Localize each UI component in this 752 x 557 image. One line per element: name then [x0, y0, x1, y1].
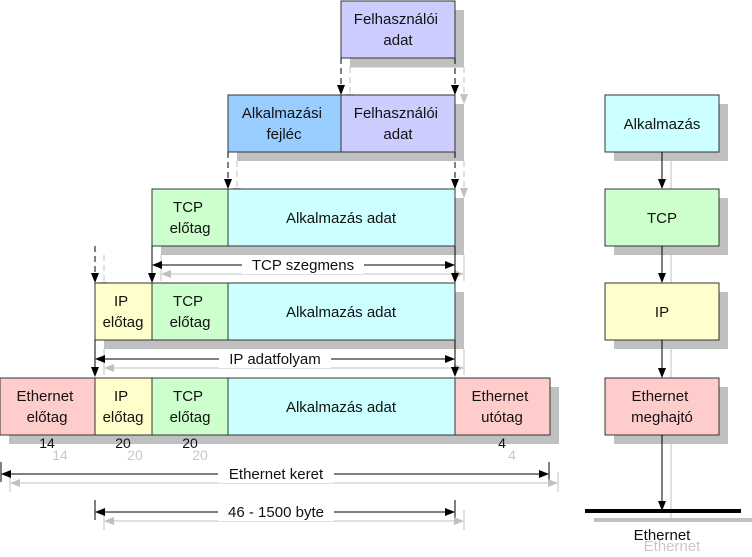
size-tcp-header-shadow: 20 [192, 447, 208, 463]
app-user-data-label-2: adat [383, 126, 413, 143]
eth-trailer-box [454, 377, 551, 436]
field-sizes: 14 20 20 4 14 20 20 4 [39, 435, 516, 463]
ethernet-frame-span: Ethernet keret [0, 462, 559, 492]
eth-tcp-header-label-2: előtag [170, 409, 211, 426]
eth-tcp-header-label-1: TCP [173, 388, 203, 405]
svg-text:TCP előtag: TCP előtag [170, 293, 211, 331]
ip-tcp-header-label-1: TCP [173, 293, 203, 310]
svg-text:TCP előtag: TCP előtag [170, 388, 211, 426]
svg-text:IP előtag: IP előtag [103, 293, 144, 331]
ethernet-frame-label: Ethernet keret [229, 466, 324, 483]
stack-ip-label: IP [655, 304, 669, 321]
user-data-box [340, 0, 456, 59]
ip-tcp-header-label-2: előtag [170, 314, 211, 331]
size-ip-header: 20 [115, 435, 131, 451]
eth-header-box [0, 377, 96, 436]
eth-app-data-label: Alkalmazás adat [286, 399, 397, 416]
user-data-label-2: adat [383, 32, 413, 49]
app-user-data-box [340, 94, 456, 153]
eth-tcp-header-box [151, 377, 229, 436]
tcp-segment-span: TCP szegmens [151, 246, 465, 281]
svg-text:Felhasználói adat: Felhasználói adat [354, 11, 442, 49]
svg-text:Felhasználói adat: Felhasználói adat [354, 105, 442, 143]
app-header-box [227, 94, 342, 153]
connectors-4-5 [91, 360, 459, 377]
svg-text:Alkalmazási fejléc: Alkalmazási fejléc [242, 105, 326, 143]
user-data-label-1: Felhasználói [354, 11, 438, 28]
size-eth-trailer-shadow: 4 [508, 447, 516, 463]
ip-app-data-label: Alkalmazás adat [286, 304, 397, 321]
level-user-data: Felhasználói adat [340, 0, 456, 59]
tcp-header-box [151, 188, 229, 247]
ip-datagram-label: IP adatfolyam [229, 351, 320, 368]
ip-header-label-1: IP [114, 293, 128, 310]
protocol-stack: Alkalmazás TCP IP Ethernet meghajtó Ethe… [585, 94, 752, 555]
stack-application-label: Alkalmazás [624, 116, 701, 133]
eth-ip-header-label-1: IP [114, 388, 128, 405]
size-tcp-header: 20 [182, 435, 198, 451]
tcp-app-data-label: Alkalmazás adat [286, 210, 397, 227]
stack-driver-box [604, 377, 720, 436]
eth-header-label-2: előtag [27, 409, 68, 426]
svg-text:Ethernet előtag: Ethernet előtag [17, 388, 78, 426]
stack-driver-label-2: meghajtó [631, 409, 693, 426]
eth-app-data-box [227, 377, 456, 436]
payload-size-span: 46 - 1500 byte [94, 500, 465, 530]
svg-text:Ethernet utótag: Ethernet utótag [472, 388, 533, 426]
size-eth-header: 14 [39, 435, 55, 451]
tcp-app-data-box [227, 188, 456, 247]
level-tcp: TCP előtag Alkalmazás adat [151, 188, 456, 247]
app-header-label-2: fejléc [266, 126, 302, 143]
ip-header-box [94, 282, 153, 341]
level-ip: IP előtag TCP előtag Alkalmazás adat [94, 282, 456, 341]
svg-text:TCP előtag: TCP előtag [170, 199, 211, 237]
tcp-header-label-2: előtag [170, 220, 211, 237]
eth-ip-header-box [94, 377, 153, 436]
eth-trailer-label-1: Ethernet [472, 388, 530, 405]
tcp-segment-label: TCP szegmens [252, 257, 354, 274]
ip-tcp-header-box [151, 282, 229, 341]
svg-text:Ethernet meghajtó: Ethernet meghajtó [631, 388, 693, 426]
ip-datagram-span: IP adatfolyam [94, 340, 465, 375]
eth-header-label-1: Ethernet [17, 388, 75, 405]
level-application: Alkalmazási fejléc Felhasználói adat [227, 94, 456, 153]
level-ethernet: Ethernet előtag IP előtag TCP előtag Alk… [0, 377, 551, 436]
network-label: Ethernet [634, 527, 692, 544]
stack-driver-label-1: Ethernet [632, 388, 690, 405]
stack-ip-box [604, 282, 720, 341]
ip-header-label-2: előtag [103, 314, 144, 331]
eth-trailer-label-2: utótag [481, 409, 523, 426]
eth-ip-header-label-2: előtag [103, 409, 144, 426]
size-ip-header-shadow: 20 [127, 447, 143, 463]
size-eth-header-shadow: 14 [52, 447, 68, 463]
payload-size-label: 46 - 1500 byte [228, 504, 324, 521]
stack-tcp-label: TCP [647, 210, 677, 227]
tcp-header-label-1: TCP [173, 199, 203, 216]
stack-tcp-box [604, 188, 720, 247]
size-eth-trailer: 4 [498, 435, 506, 451]
ip-app-data-box [227, 282, 456, 341]
app-user-data-label-1: Felhasználói [354, 105, 438, 122]
network-label-shadow: Ethernet [644, 538, 702, 555]
svg-text:IP előtag: IP előtag [103, 388, 144, 426]
app-header-label-1: Alkalmazási [242, 105, 322, 122]
